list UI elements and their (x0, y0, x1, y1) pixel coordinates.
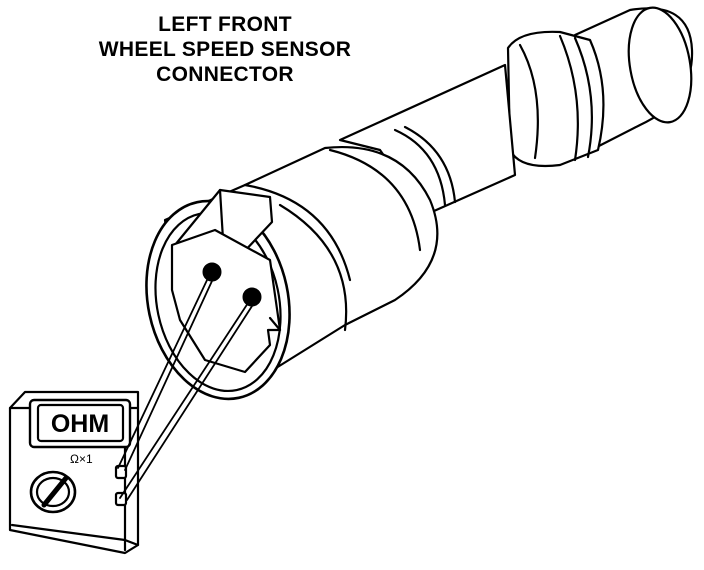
title-line-3: CONNECTOR (156, 63, 294, 86)
ohmmeter (8, 390, 140, 555)
terminal-pins (202, 262, 262, 307)
collar-ring (506, 30, 605, 168)
test-leads (117, 277, 255, 501)
meter-display-text: OHM (51, 410, 109, 438)
connector-face (145, 188, 291, 401)
title-line-2: WHEEL SPEED SENSOR (98, 38, 352, 61)
connector-neck (338, 63, 517, 217)
diagram-title: LEFT FRONT WHEEL SPEED SENSOR CONNECTOR (75, 12, 375, 87)
title-line-1: LEFT FRONT (158, 13, 292, 36)
meter-range-label: Ω×1 (70, 452, 93, 466)
